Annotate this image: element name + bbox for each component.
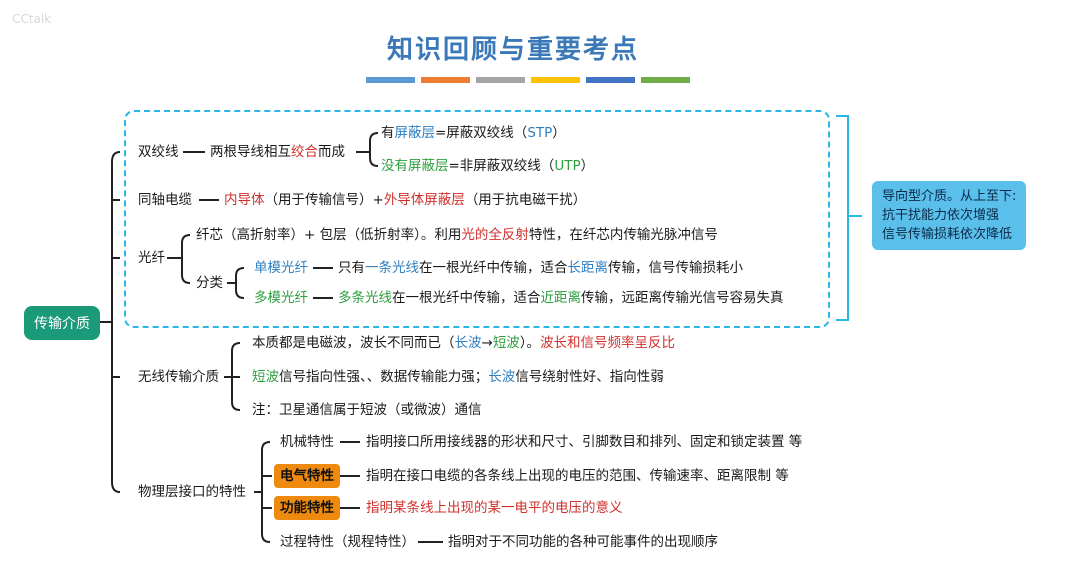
multi-mode-label: 多模光纤 bbox=[254, 290, 308, 306]
stp-line: 有屏蔽层=屏蔽双绞线（STP） bbox=[381, 125, 566, 141]
utp-line: 没有屏蔽层=非屏蔽双绞线（UTP） bbox=[381, 158, 595, 174]
twisted-pair-desc: 两根导线相互绞合而成 bbox=[210, 144, 345, 160]
single-mode-label: 单模光纤 bbox=[254, 260, 308, 276]
guided-media-box bbox=[124, 110, 830, 328]
wireless-line-1: 本质都是电磁波，波长不同而已（长波→短波）。波长和信号频率呈反比 bbox=[252, 335, 676, 351]
root-node: 传输介质 bbox=[24, 306, 100, 340]
fiber-label: 光纤 bbox=[138, 250, 165, 266]
wireless-line-2: 短波信号指向性强、、数据传输能力强；长波信号绕射性好、指向性弱 bbox=[252, 369, 664, 385]
title-bar-segment bbox=[366, 77, 415, 83]
mechanical-label: 机械特性 bbox=[280, 434, 334, 450]
title-bar-segment bbox=[641, 77, 690, 83]
title-bar-segment bbox=[421, 77, 470, 83]
watermark: CCtalk bbox=[12, 12, 52, 26]
electrical-tag: 电气特性 bbox=[274, 464, 340, 488]
functional-desc: 指明某条线上出现的某一电平的电压的意义 bbox=[366, 500, 623, 516]
coax-label: 同轴电缆 bbox=[138, 192, 192, 208]
title-bar-segment bbox=[531, 77, 580, 83]
title-color-bar bbox=[366, 77, 691, 83]
wireless-label: 无线传输介质 bbox=[138, 369, 219, 385]
fiber-core-desc: 纤芯（高折射率）+ 包层（低折射率）。利用光的全反射特性，在纤芯内传输光脉冲信号 bbox=[196, 227, 718, 243]
procedural-label: 过程特性（规程特性） bbox=[280, 534, 415, 550]
procedural-desc: 指明对于不同功能的各种可能事件的出现顺序 bbox=[448, 534, 718, 550]
physical-interface-label: 物理层接口的特性 bbox=[138, 484, 246, 500]
functional-tag: 功能特性 bbox=[274, 496, 340, 520]
electrical-desc: 指明在接口电缆的各条线上出现的电压的范围、传输速率、距离限制 等 bbox=[366, 468, 789, 484]
coax-desc: 内导体（用于传输信号）+外导体屏蔽层（用于抗电磁干扰） bbox=[224, 192, 587, 208]
title-bar-segment bbox=[586, 77, 635, 83]
twisted-pair-label: 双绞线 bbox=[138, 144, 179, 160]
mechanical-desc: 指明接口所用接线器的形状和尺寸、引脚数目和排列、固定和锁定装置 等 bbox=[366, 434, 803, 450]
wireless-line-3: 注：卫星通信属于短波（或微波）通信 bbox=[252, 402, 482, 418]
page-title: 知识回顾与重要考点 bbox=[387, 35, 640, 65]
guided-media-note: 导向型介质。从上至下: 抗干扰能力依次增强 信号传输损耗依次降低 bbox=[872, 181, 1027, 250]
single-mode-desc: 只有一条光线在一根光纤中传输，适合长距离传输，信号传输损耗小 bbox=[338, 260, 743, 276]
title-bar-segment bbox=[476, 77, 525, 83]
multi-mode-desc: 多条光线在一根光纤中传输，适合近距离传输，远距离传输光信号容易失真 bbox=[338, 290, 784, 306]
fiber-class-label: 分类 bbox=[196, 275, 223, 291]
